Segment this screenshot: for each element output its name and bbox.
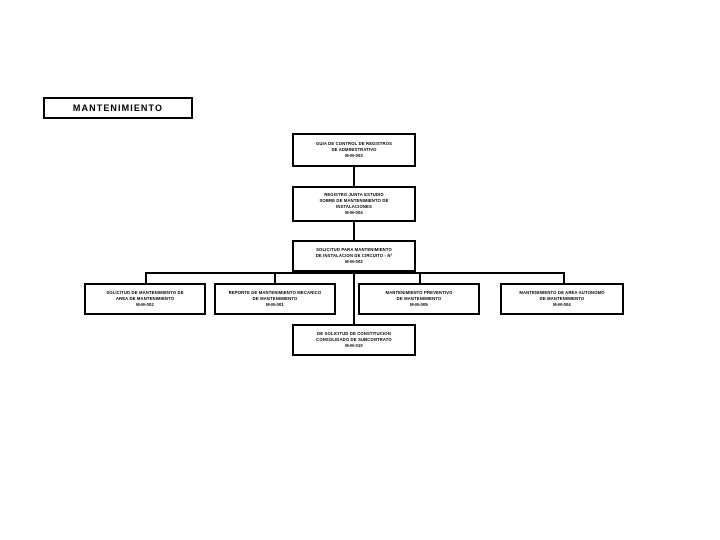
registro-node: REPORTE DE MANTENIMIENTO MECANICO DE MAN… [214, 283, 336, 315]
page-title: MANTENIMIENTO [72, 103, 164, 113]
directrices-node-line-2: DE ADMINISTRATIVO [331, 146, 377, 153]
solicitud-node: SOLICITUD DE MANTENIMIENTO DE AREA DE MA… [84, 283, 206, 315]
connector-instructivo-to-consolidado [353, 272, 355, 324]
directrices-node: GUIA DE CONTROL DE REGISTROS DE ADMINIST… [292, 133, 416, 167]
mantenimiento-registro-node-line-3: M-M-005 [410, 301, 428, 308]
directrices-node-line-3: M-M-003 [345, 152, 363, 159]
maquinaria-node-line-1: MANTENIMIENTO DE AREA AUTONOMO [519, 289, 605, 296]
consolidado-node-line-1: DE SOLICITUD DE CONSTITUCION [317, 330, 391, 337]
mantenimiento-registro-node-line-2: DE MANTENIMIENTO [396, 295, 442, 302]
consolidado-node-line-2: CONSOLIDADO DE SUBCONTRATO [316, 336, 392, 343]
maquinaria-node-line-2: DE MANTENIMIENTO [539, 295, 585, 302]
registro-node-line-1: REPORTE DE MANTENIMIENTO MECANICO [228, 289, 322, 296]
maquinaria-node-line-3: M-M-004 [553, 301, 571, 308]
instructivo-node-line-3: M-M-002 [345, 258, 363, 265]
directrices-node-line-1: GUIA DE CONTROL DE REGISTROS [315, 140, 393, 147]
registro-node-line-3: M-M-001 [266, 301, 284, 308]
mantenimiento-registro-node: MANTENIMIENTO PREVENTIVO DE MANTENIMIENT… [358, 283, 480, 315]
solicitud-node-line-2: AREA DE MANTENIMIENTO [115, 295, 175, 302]
connector-drop-solicitud [145, 272, 147, 283]
maquinaria-node: MANTENIMIENTO DE AREA AUTONOMO DE MANTEN… [500, 283, 624, 315]
connector-procedimiento-to-instructivo [353, 222, 355, 240]
instructivo-node: SOLICITUD PARA MANTENIMIENTO DE INSTALAC… [292, 240, 416, 272]
solicitud-node-line-3: M-M-002 [136, 301, 154, 308]
instructivo-node-line-2: DE INSTALACION DE CIRCUITO - Nº [315, 252, 393, 259]
page-title-box: MANTENIMIENTO [43, 97, 193, 119]
connector-distribution-bus [145, 272, 565, 274]
solicitud-node-line-1: SOLICITUD DE MANTENIMIENTO DE [106, 289, 184, 296]
connector-directrices-to-procedimiento [353, 167, 355, 186]
connector-drop-mantenimiento-registro [419, 272, 421, 283]
consolidado-node: DE SOLICITUD DE CONSTITUCION CONSOLIDADO… [292, 324, 416, 356]
procedimiento-node-line-1: REGISTRO JUNTA ESTUDIO [324, 191, 384, 198]
procedimiento-node-line-4: M-M-004 [345, 209, 363, 216]
procedimiento-node: REGISTRO JUNTA ESTUDIO SOBRE DE MANTENIM… [292, 186, 416, 222]
registro-node-line-2: DE MANTENIMIENTO [252, 295, 298, 302]
consolidado-node-line-3: M-M-010 [345, 342, 363, 349]
procedimiento-node-line-3: INSTALACIONES [336, 203, 372, 210]
connector-drop-registro [274, 272, 276, 283]
instructivo-node-line-1: SOLICITUD PARA MANTENIMIENTO [316, 246, 392, 253]
connector-drop-maquinaria [563, 272, 565, 283]
procedimiento-node-line-2: SOBRE DE MANTENIMIENTO DE [319, 197, 389, 204]
mantenimiento-registro-node-line-1: MANTENIMIENTO PREVENTIVO [385, 289, 453, 296]
